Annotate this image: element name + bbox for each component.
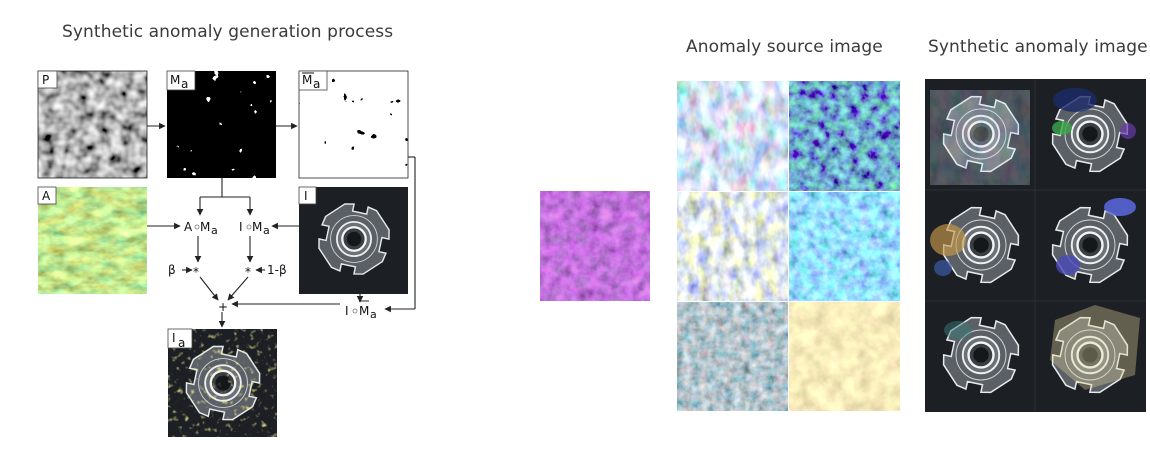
output-augmented-image: I a [167, 328, 277, 437]
anomaly-tag: A [42, 189, 51, 203]
op-i-sub: a [263, 224, 270, 237]
op-i-mask: M [252, 220, 262, 234]
perlin-tag: P [42, 73, 49, 87]
input-tag: I [304, 189, 308, 203]
synthetic-title: Synthetic anomaly image [928, 37, 1148, 57]
mask-tag-sub: a [181, 77, 188, 91]
op-i-label: I [239, 220, 243, 234]
inverse-mask-tag-sub: a [313, 77, 320, 91]
output-tag: I [172, 331, 176, 345]
op-a-label: A [184, 220, 193, 234]
perlin-noise-image: P [37, 70, 148, 179]
one-minus-beta-label: 1-β [267, 263, 287, 277]
source-title: Anomaly source image [686, 37, 883, 57]
binary-mask-image: M a [166, 70, 276, 178]
process-title: Synthetic anomaly generation process [62, 22, 394, 42]
output-tag-sub: a [178, 336, 185, 350]
beta-label: β [168, 263, 176, 277]
op-a-sub: a [211, 224, 218, 237]
star-right: * [245, 265, 251, 279]
flow-connectors [147, 122, 416, 328]
inverse-mask-tag: M [302, 73, 312, 87]
synthetic-anomaly-grid [925, 79, 1146, 412]
single-texture-image [540, 191, 650, 301]
inverse-mask-image: M a [298, 70, 409, 179]
input-part-image: I [298, 186, 408, 294]
op-iinv-mask: M [359, 304, 369, 318]
star-left: * [193, 265, 199, 279]
mask-tag: M [170, 73, 180, 87]
op-iinv-sub: a [370, 308, 377, 321]
op-iinv-label: I [345, 304, 349, 318]
plus-label: + [218, 300, 228, 314]
anomaly-source-leaves-image: A [37, 186, 147, 294]
op-a-mask: M [200, 220, 210, 234]
operation-labels: A M a I M a β * * 1-β + I M a [168, 220, 377, 321]
anomaly-source-grid [677, 81, 900, 411]
